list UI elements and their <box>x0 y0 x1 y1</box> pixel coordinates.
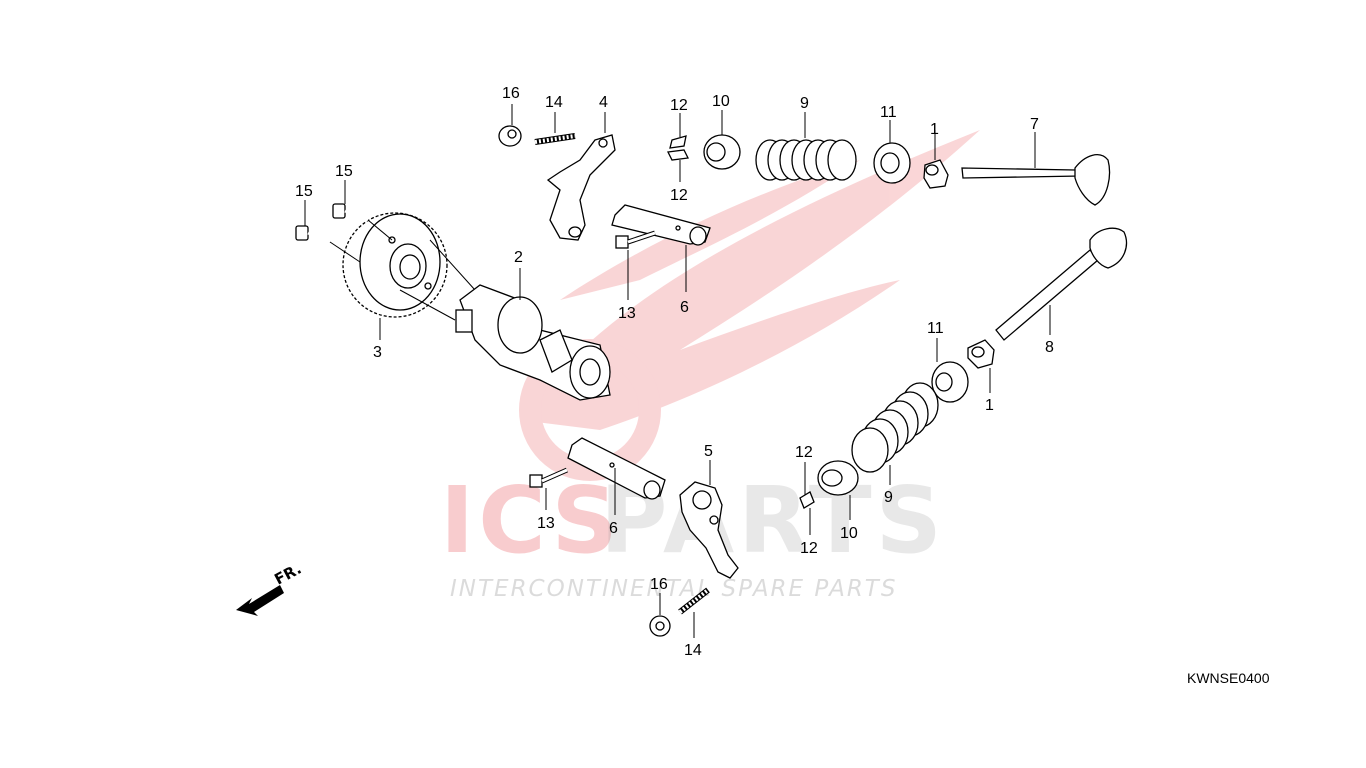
callout-1: 1 <box>930 121 939 138</box>
callout-8: 8 <box>1045 339 1054 356</box>
spring-seat-lower <box>931 361 969 403</box>
rocker-arm-upper <box>546 134 616 241</box>
callout-9: 9 <box>800 95 809 112</box>
callout-12: 12 <box>795 444 813 461</box>
callout-16: 16 <box>502 85 520 102</box>
spring-seat-upper <box>873 142 911 184</box>
callout-3: 3 <box>373 344 382 361</box>
exhaust-valve <box>961 154 1111 206</box>
spring-retainer-lower <box>817 460 859 496</box>
camshaft <box>399 239 611 401</box>
stem-seal-lower <box>967 339 995 369</box>
callout-2: 2 <box>514 249 523 266</box>
callout-15: 15 <box>295 183 313 200</box>
callout-12: 12 <box>670 187 688 204</box>
rocker-shaft-upper <box>611 204 711 246</box>
watermark-brand-left: ICS <box>440 467 622 574</box>
callout-10: 10 <box>840 525 858 542</box>
callout-6: 6 <box>609 520 618 537</box>
front-direction-arrow-icon <box>236 585 284 616</box>
nut-16-upper <box>498 125 522 147</box>
callout-4: 4 <box>599 94 608 111</box>
nut-16-lower <box>649 615 671 637</box>
callout-13: 13 <box>537 515 555 532</box>
bolt-13-upper <box>615 230 656 249</box>
rocker-shaft-lower <box>567 437 666 500</box>
leader-lines <box>304 104 1051 638</box>
valve-spring-upper <box>755 139 857 181</box>
callout-16: 16 <box>650 576 668 593</box>
callout-12: 12 <box>800 540 818 557</box>
bolt-15-lower <box>295 225 331 244</box>
bolt-13-lower <box>529 467 569 488</box>
callout-1: 1 <box>985 397 994 414</box>
callout-11: 11 <box>880 104 897 121</box>
callout-13: 13 <box>618 305 636 322</box>
cam-gear <box>342 212 448 318</box>
spring-retainer-upper <box>703 134 741 170</box>
valve-cotter-upper <box>667 135 689 161</box>
callout-labels: 16 14 4 12 12 10 9 11 1 7 15 15 2 3 13 6… <box>295 85 1054 659</box>
callout-11: 11 <box>927 320 944 337</box>
callout-14: 14 <box>684 642 702 659</box>
callout-9: 9 <box>884 489 893 506</box>
valve-spring-lower <box>851 382 939 473</box>
front-direction-label: FR. <box>271 560 304 589</box>
callout-5: 5 <box>704 443 713 460</box>
rocker-arm-lower <box>679 481 739 579</box>
callout-7: 7 <box>1030 116 1039 133</box>
diagram-reference-code: KWNSE0400 <box>1187 670 1270 686</box>
adjust-screw-14-lower <box>678 587 710 615</box>
callout-10: 10 <box>712 93 730 110</box>
stem-seal-upper <box>923 159 949 189</box>
bolt-15-upper <box>332 203 369 222</box>
watermark-tagline: INTERCONTINENTAL SPARE PARTS <box>450 576 897 602</box>
callout-12: 12 <box>670 97 688 114</box>
leader <box>367 219 393 241</box>
adjust-screw-14-upper <box>534 133 576 145</box>
callout-15: 15 <box>335 163 353 180</box>
leader <box>329 241 361 263</box>
callout-14: 14 <box>545 94 563 111</box>
valve-cotter-lower <box>799 491 815 509</box>
intake-valve <box>995 227 1128 341</box>
callout-6: 6 <box>680 299 689 316</box>
